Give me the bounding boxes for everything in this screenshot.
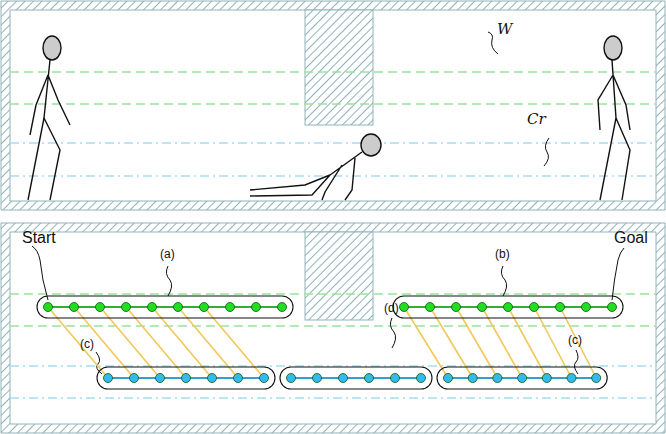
group-outline xyxy=(393,296,623,318)
state-dot xyxy=(122,303,131,312)
state-dot xyxy=(260,374,269,383)
group-outline xyxy=(97,367,275,389)
state-dot xyxy=(130,374,139,383)
group-outline xyxy=(280,367,432,389)
callout-label: (b) xyxy=(495,248,510,260)
goal-label: Goal xyxy=(614,230,648,246)
callout-label: (d) xyxy=(384,302,399,314)
state-dot xyxy=(287,374,296,383)
group-outline xyxy=(37,296,293,318)
state-dot xyxy=(226,303,235,312)
state-dot xyxy=(592,374,601,383)
state-dot xyxy=(44,303,53,312)
state-dot xyxy=(174,303,183,312)
start-label: Start xyxy=(22,230,56,246)
region-label: W xyxy=(497,22,512,37)
state-dot xyxy=(444,374,453,383)
state-dot xyxy=(452,303,461,312)
callout-label: (c) xyxy=(80,338,94,350)
state-dot xyxy=(148,303,157,312)
state-dot xyxy=(582,303,591,312)
state-dot xyxy=(313,374,322,383)
state-dot xyxy=(70,303,79,312)
callout-label: (a) xyxy=(160,248,175,260)
state-dot xyxy=(518,374,527,383)
state-dot xyxy=(504,303,513,312)
state-dot xyxy=(104,374,113,383)
state-dot xyxy=(530,303,539,312)
state-dot xyxy=(200,303,209,312)
state-dot xyxy=(478,303,487,312)
state-dot xyxy=(208,374,217,383)
state-dot xyxy=(339,374,348,383)
state-dot xyxy=(556,303,565,312)
chain-line xyxy=(291,377,421,379)
state-dot xyxy=(493,374,502,383)
state-dot xyxy=(182,374,191,383)
state-dot xyxy=(156,374,165,383)
state-dot xyxy=(567,374,576,383)
chain-line xyxy=(48,306,282,308)
region-label: Cr xyxy=(527,112,546,127)
state-dot xyxy=(365,374,374,383)
state-dot xyxy=(417,374,426,383)
group-outline xyxy=(437,367,607,389)
state-dot xyxy=(608,303,617,312)
state-dot xyxy=(468,374,477,383)
state-dot xyxy=(96,303,105,312)
state-dot xyxy=(234,374,243,383)
state-dot xyxy=(391,374,400,383)
callout-label: (c) xyxy=(568,334,582,346)
state-dot xyxy=(278,303,287,312)
state-dot xyxy=(426,303,435,312)
state-dot xyxy=(252,303,261,312)
state-dot xyxy=(400,303,409,312)
state-dot xyxy=(542,374,551,383)
